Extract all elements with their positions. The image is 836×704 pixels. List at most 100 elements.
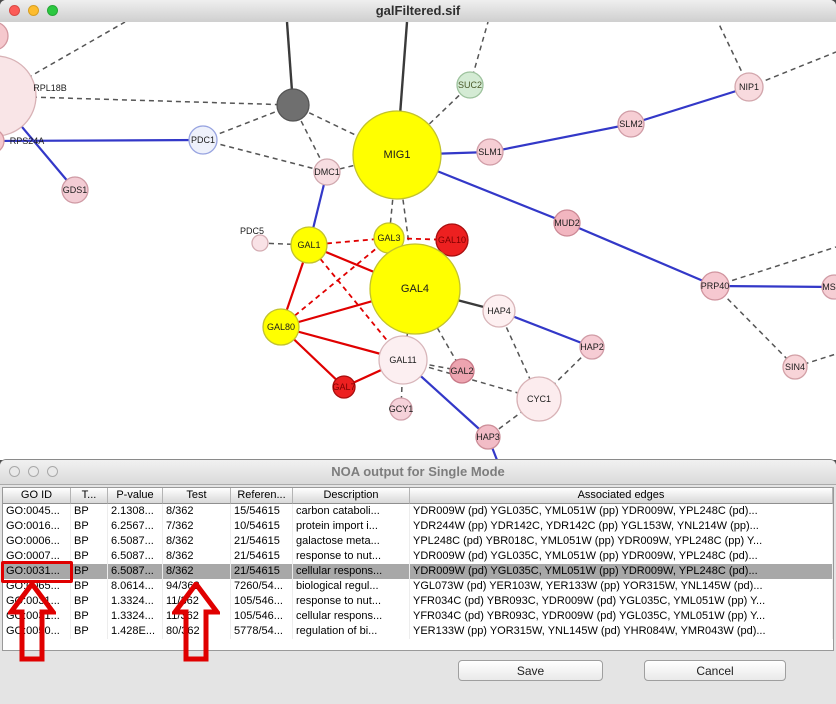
- node-GAL7[interactable]: [332, 375, 356, 399]
- column-header[interactable]: Description: [293, 488, 410, 504]
- node-MSL1[interactable]: [821, 274, 836, 300]
- edge-PRP40-a8[interactable]: [714, 246, 836, 287]
- edge-MIG1-SUC2[interactable]: [396, 84, 471, 156]
- column-header[interactable]: Referen...: [231, 488, 293, 504]
- edge-SIN4-a9[interactable]: [794, 353, 836, 368]
- node-GAL4[interactable]: [369, 243, 461, 335]
- table-cell: 1.3324...: [108, 594, 163, 609]
- edge-PDC1-gray-node[interactable]: [202, 104, 294, 141]
- zoom-button[interactable]: [47, 5, 58, 16]
- node-label-SLM1: SLM1: [478, 147, 502, 157]
- column-header[interactable]: Associated edges: [410, 488, 833, 504]
- node-NIP1[interactable]: [734, 72, 764, 102]
- table-cell: 8.0614...: [108, 579, 163, 594]
- network-window-titlebar[interactable]: galFiltered.sif: [0, 0, 836, 23]
- table-cell: 21/54615: [231, 564, 293, 579]
- node-gray-node[interactable]: [276, 88, 310, 122]
- table-cell: 6.5087...: [108, 564, 163, 579]
- node-SLM2[interactable]: [617, 110, 645, 138]
- edge-GAL11-CYC1[interactable]: [402, 359, 540, 400]
- table-cell: 10/54615: [231, 519, 293, 534]
- node-SIN4[interactable]: [782, 354, 808, 380]
- table-cell: 11/362: [163, 594, 231, 609]
- save-button[interactable]: Save: [458, 660, 603, 681]
- column-header[interactable]: P-value: [108, 488, 163, 504]
- cancel-button[interactable]: Cancel: [644, 660, 786, 681]
- node-GAL80[interactable]: [262, 308, 300, 346]
- zoom-button[interactable]: [47, 466, 58, 477]
- node-CYC1[interactable]: [516, 376, 562, 422]
- column-header[interactable]: GO ID: [3, 488, 71, 504]
- edge-GAL1-GAL11[interactable]: [308, 244, 404, 361]
- node-RPL18B[interactable]: [0, 55, 37, 137]
- table-cell: 8/362: [163, 534, 231, 549]
- minimize-button[interactable]: [28, 5, 39, 16]
- node-label-GAL2: GAL2: [450, 366, 473, 376]
- node-PRP40[interactable]: [700, 271, 730, 301]
- table-cell: YDR009W (pd) YGL035C, YML051W (pp) YDR00…: [410, 504, 833, 519]
- edge-SLM2-NIP1[interactable]: [630, 85, 750, 126]
- table-cell: 105/546...: [231, 609, 293, 624]
- table-cell: 6.5087...: [108, 534, 163, 549]
- table-cell: BP: [71, 504, 108, 519]
- minimize-button[interactable]: [28, 466, 39, 477]
- edge-RPL18B-a1[interactable]: [0, 22, 126, 96]
- node-GCY1[interactable]: [389, 397, 413, 421]
- edge-SLM1-SLM2[interactable]: [489, 122, 632, 154]
- node-label-MSL1: MSL1: [822, 282, 836, 292]
- edge-GAL4-GAL2[interactable]: [414, 288, 463, 372]
- node-HAP2[interactable]: [579, 334, 605, 360]
- node-label-GAL1: GAL1: [297, 240, 320, 250]
- table-cell: BP: [71, 549, 108, 564]
- network-canvas[interactable]: RPL18BRPS24AGDS1PDC1DMC1MIG1SUC2SLM1SLM2…: [0, 22, 836, 460]
- edge-PRP40-MSL1[interactable]: [714, 284, 835, 289]
- column-header[interactable]: Test: [163, 488, 231, 504]
- node-RPS24A[interactable]: [0, 129, 5, 153]
- table-cell: 1.428E...: [108, 624, 163, 639]
- node-HAP4[interactable]: [482, 294, 516, 328]
- node-label-DMC1: DMC1: [314, 167, 340, 177]
- table-cell: YDR009W (pd) YGL035C, YML051W (pp) YDR00…: [410, 564, 833, 579]
- edge-PRP40-SIN4[interactable]: [714, 285, 796, 368]
- node-MUD2[interactable]: [553, 209, 581, 237]
- node-HAP3[interactable]: [475, 424, 501, 450]
- node-GAL11[interactable]: [378, 335, 428, 385]
- noa-window-titlebar[interactable]: NOA output for Single Mode: [0, 460, 836, 485]
- node-SLM1[interactable]: [476, 138, 504, 166]
- table-cell: GO:0007...: [3, 549, 71, 564]
- table-cell: 8/362: [163, 504, 231, 519]
- table-cell: YPL248C (pd) YBR018C, YML051W (pp) YDR00…: [410, 534, 833, 549]
- node-SUC2[interactable]: [456, 71, 484, 99]
- edge-gray-node-MIG1[interactable]: [292, 104, 398, 156]
- column-header[interactable]: T...: [71, 488, 108, 504]
- node-GDS1[interactable]: [61, 176, 89, 204]
- node-GAL2[interactable]: [449, 358, 475, 384]
- edge-PDC1-DMC1[interactable]: [202, 139, 328, 173]
- node-label-RPL18B: RPL18B: [33, 83, 67, 93]
- node-DMC1[interactable]: [313, 158, 341, 186]
- node-GAL1[interactable]: [290, 226, 328, 264]
- edge-RPL18B-gray-node[interactable]: [0, 95, 294, 106]
- close-button[interactable]: [9, 466, 20, 477]
- node-PDC5[interactable]: [251, 234, 269, 252]
- edge-RPS24A-PDC1[interactable]: [0, 138, 204, 143]
- edge-HAP4-CYC1[interactable]: [498, 310, 540, 400]
- node-MIG1[interactable]: [352, 110, 442, 200]
- close-button[interactable]: [9, 5, 20, 16]
- node-PDC1[interactable]: [188, 125, 218, 155]
- edge-MUD2-PRP40[interactable]: [566, 221, 716, 288]
- node-corner-node[interactable]: [0, 22, 9, 50]
- edge-NIP1-a6[interactable]: [748, 51, 836, 88]
- node-GAL10[interactable]: [435, 223, 469, 257]
